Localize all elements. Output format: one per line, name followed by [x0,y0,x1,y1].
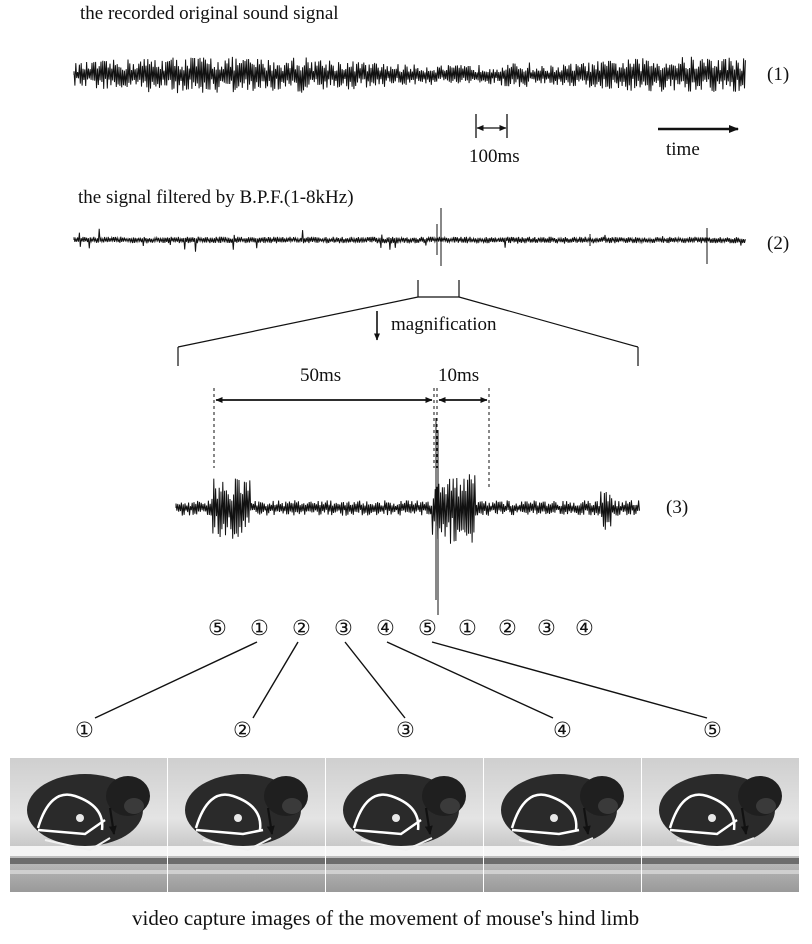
frame-label: ④ [553,718,572,742]
phase-marker: ⑤ [208,616,227,640]
time-label: time [666,139,700,160]
interval-10ms-label: 10ms [438,365,480,386]
phase-marker: ③ [537,616,556,640]
phase-marker: ④ [575,616,594,640]
interval-markers [213,388,490,490]
magnification-bracket [177,280,639,366]
original-signal-waveform [73,56,746,94]
panel2-index: (2) [767,233,790,254]
figure-caption: video capture images of the movement of … [132,906,640,930]
panel1-title: the recorded original sound signal [80,3,339,24]
video-frame [10,758,167,892]
frame-label: ③ [396,718,415,742]
scale-bar [475,114,508,138]
phase-marker: ② [292,616,311,640]
frame-label: ① [75,718,94,742]
panel1-index: (1) [767,64,790,85]
magnified-signal-waveform [175,418,640,615]
phase-marker: ② [498,616,517,640]
phase-marker: ③ [334,616,353,640]
filtered-signal-waveform [73,208,746,266]
frame-label: ② [233,718,252,742]
phase-connectors [94,641,708,719]
frame-label: ⑤ [703,718,722,742]
panel3-index: (3) [666,497,689,518]
magnification-label: magnification [391,314,497,335]
scale-bar-label: 100ms [469,146,520,167]
interval-50ms-label: 50ms [300,365,342,386]
phase-marker: ⑤ [418,616,437,640]
video-frame [642,758,799,892]
phase-marker: ① [458,616,477,640]
phase-marker: ④ [376,616,395,640]
phase-marker: ① [250,616,269,640]
video-frame [326,758,483,892]
video-frame [168,758,325,892]
video-frames [10,758,799,892]
video-frame [484,758,641,892]
panel2-title: the signal filtered by B.P.F.(1-8kHz) [78,187,354,208]
